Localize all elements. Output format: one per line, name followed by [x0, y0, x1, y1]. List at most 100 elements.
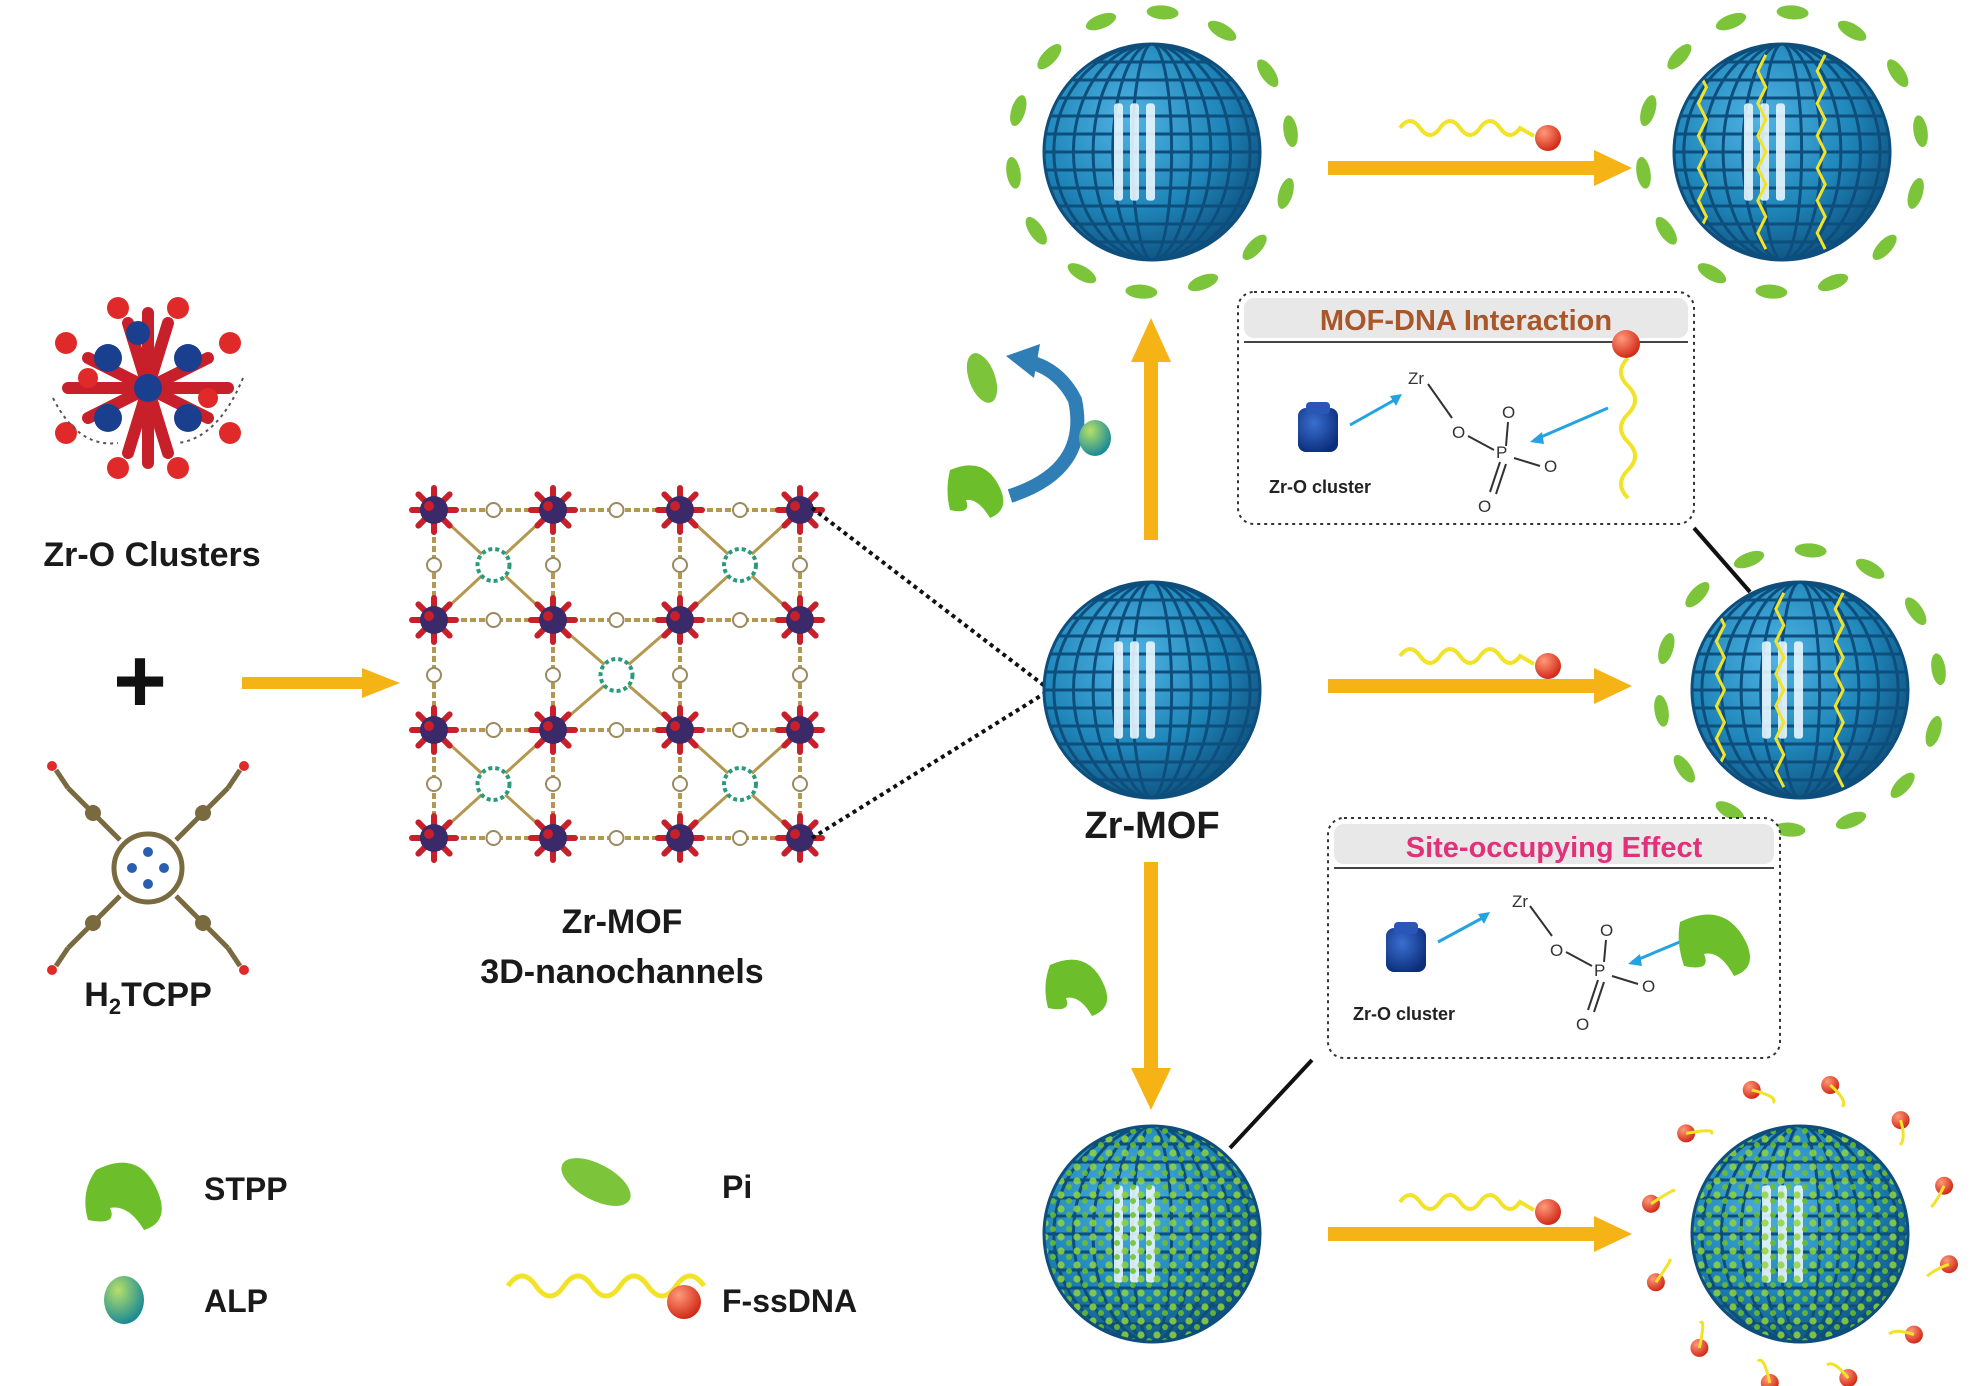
pi-fragment	[1776, 5, 1809, 20]
interaction-cluster-label: Zr-O cluster	[1269, 477, 1371, 497]
pi-fragment	[1872, 234, 1897, 260]
interaction-zr-atom: Zr	[1408, 369, 1424, 388]
horizontal-arrow-shaft	[1328, 679, 1598, 693]
legend-f-ssdna-label: F-ssDNA	[722, 1283, 857, 1319]
zr-cluster-node	[409, 813, 459, 863]
pi-fragment	[1187, 273, 1219, 292]
pi-fragment	[1658, 633, 1675, 665]
zr-cluster-node	[775, 595, 825, 645]
porphyrin-ring	[475, 547, 512, 583]
stpp-occupier-icon	[1678, 914, 1750, 976]
pi-fragment	[1817, 273, 1849, 292]
zr-cluster-node	[655, 485, 705, 535]
horizontal-arrow-shaft	[1328, 161, 1598, 175]
zr-cluster-node	[409, 595, 459, 645]
pi-fragment	[1654, 694, 1669, 727]
pi-fragment	[1697, 263, 1727, 284]
alp-enzyme-icon	[1079, 420, 1111, 456]
pi-fragment	[1037, 44, 1062, 70]
zr-cluster-node	[655, 705, 705, 755]
porphyrin-ring	[722, 547, 758, 583]
stpp-substrate-icon	[947, 465, 1004, 518]
zr-cluster-node	[528, 813, 578, 863]
fluorophore-dot	[1535, 125, 1561, 151]
pi-fragment	[1673, 754, 1695, 783]
pi-fragment	[1855, 558, 1885, 579]
zr-o-cluster-cube-icon	[1386, 922, 1426, 972]
fluorophore-dot	[1535, 1199, 1561, 1225]
zr-cluster-node	[409, 485, 459, 535]
site-box-title: Site-occupying Effect	[1406, 832, 1703, 864]
pi-fragment	[1146, 5, 1179, 20]
legend-pi-label: Pi	[722, 1169, 752, 1205]
arrow-down-to-bottom	[1131, 862, 1171, 1110]
stpp-added-icon	[1045, 959, 1108, 1016]
h2tcpp-molecule-illustration	[47, 761, 249, 975]
pi-fragment	[1667, 44, 1692, 70]
site-o-atom-1: O	[1550, 941, 1563, 960]
site-cluster-label: Zr-O cluster	[1353, 1004, 1455, 1024]
site-p-atom: P	[1594, 961, 1605, 980]
h2tcpp-label: H2TCPP	[84, 976, 212, 1019]
zr-mof-pi-dna-sphere	[1672, 42, 1892, 262]
alp-icon	[104, 1276, 144, 1324]
pi-fragment	[1655, 216, 1677, 245]
framework-label-line2: 3D-nanochannels	[480, 953, 763, 991]
legend-stpp-label: STPP	[204, 1171, 288, 1207]
pi-fragment	[1907, 177, 1924, 209]
porphyrin-ring	[475, 766, 512, 802]
pi-fragment	[1837, 20, 1867, 41]
zr-cluster-node	[528, 595, 578, 645]
pi-fragment	[1887, 59, 1909, 88]
f-ssdna-fluorophore-icon	[667, 1285, 701, 1319]
zr-cluster-node	[528, 705, 578, 755]
zr-mof-with-pi-sphere	[1042, 42, 1262, 262]
site-o-atom-3: O	[1642, 977, 1655, 996]
interaction-o-atom-2: O	[1502, 403, 1515, 422]
zr-cluster-node	[775, 813, 825, 863]
pi-fragment	[1773, 822, 1806, 837]
pi-fragment	[1006, 156, 1021, 189]
pi-fragment	[1925, 715, 1942, 747]
site-o-atom-2: O	[1600, 921, 1613, 940]
pi-fragment	[1067, 263, 1097, 284]
fluorophore-dot	[1535, 653, 1561, 679]
pi-fragment	[1835, 811, 1867, 830]
f-ssdna-strand	[1398, 1193, 1535, 1212]
pi-product-icon	[966, 353, 998, 403]
horizontal-arrow-head	[1594, 1216, 1632, 1252]
zr-o-cluster-cube-icon	[1298, 402, 1338, 452]
pi-fragment	[1242, 234, 1267, 260]
pi-icon	[561, 1158, 631, 1206]
mof-spheres	[1006, 5, 1958, 1386]
zr-cluster-node	[775, 705, 825, 755]
pi-fragment	[1640, 95, 1657, 127]
plus-sign: +	[113, 630, 167, 732]
horizontal-arrow-head	[1594, 150, 1632, 186]
zr-mof-sphere	[1042, 580, 1262, 800]
pi-fragment	[1025, 216, 1047, 245]
zro-clusters-label: Zr-O Clusters	[43, 536, 260, 574]
zr-mof-dna-sphere	[1690, 580, 1910, 800]
alp-hydrolysis-cycle	[947, 344, 1111, 518]
site-occupying-effect-box: Site-occupying Effect Zr-O cluster Zr O …	[1327, 817, 1781, 1059]
legend-alp-label: ALP	[204, 1283, 268, 1319]
pi-fragment	[1733, 550, 1765, 569]
pi-fragment	[1715, 12, 1747, 31]
pi-fragment	[1905, 597, 1927, 626]
zr-mof-stpp-sphere	[1042, 1124, 1262, 1344]
interaction-p-atom: P	[1496, 443, 1507, 462]
pi-fragment	[1207, 20, 1237, 41]
dna-addition-arrows	[1328, 119, 1632, 1252]
pi-fragment	[1715, 801, 1745, 822]
fluorophore-icon	[1612, 330, 1640, 358]
horizontal-arrow-head	[1594, 668, 1632, 704]
pi-fragment	[1636, 156, 1651, 189]
interaction-o-atom-1: O	[1452, 423, 1465, 442]
pi-fragment	[1755, 284, 1788, 299]
pi-fragment	[1010, 95, 1027, 127]
pi-fragment	[1931, 653, 1946, 686]
f-ssdna-strand	[1398, 119, 1535, 138]
pi-fragment	[1257, 59, 1279, 88]
